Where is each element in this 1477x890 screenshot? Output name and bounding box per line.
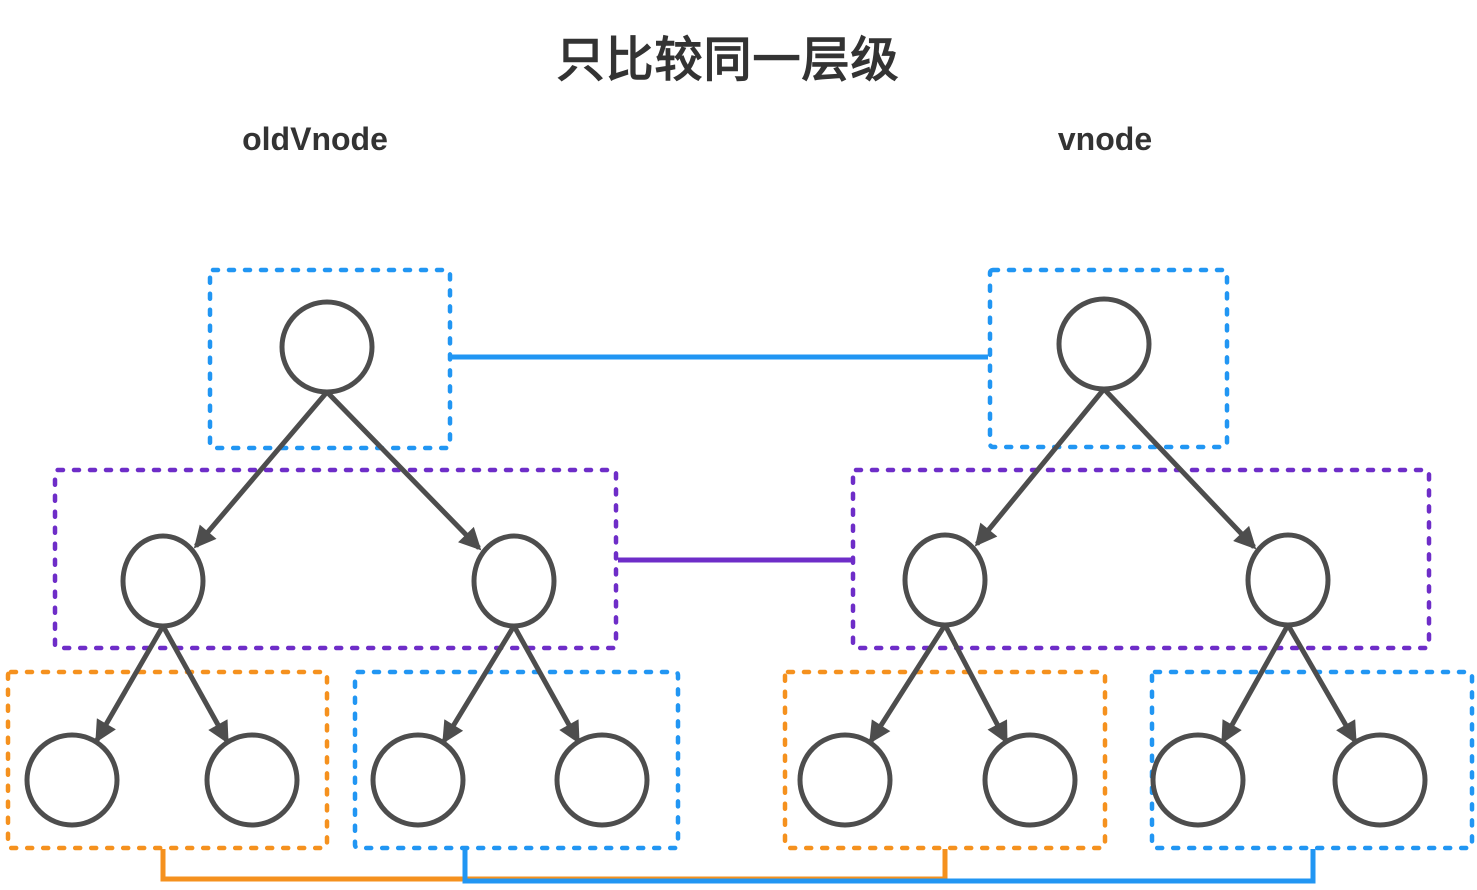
left-tree-child-node-1 <box>120 533 206 629</box>
left-tree-leaf-group-b-box <box>352 669 681 851</box>
left-tree-leaf-node-1 <box>24 732 120 828</box>
diagram-title: 只比较同一层级 <box>556 34 900 87</box>
right-tree-root-node <box>1056 296 1152 392</box>
right-tree-leaf-node-4 <box>1332 732 1428 828</box>
right-tree-label: vnode <box>1057 121 1153 157</box>
left-edge-child2-to-leaf4 <box>511 624 581 744</box>
right-edge-child2-to-leaf4 <box>1285 623 1358 744</box>
right-edge-child1-to-leaf1 <box>868 623 948 744</box>
left-edge-root-to-child2 <box>325 390 482 551</box>
right-edge-root-to-child2 <box>1102 387 1257 550</box>
right-edge-child1-to-leaf2 <box>942 623 1009 744</box>
right-tree-children-group-box <box>850 467 1432 651</box>
right-tree-child-node-2 <box>1245 532 1331 628</box>
left-tree-root-node <box>279 299 375 395</box>
orange-groups-compare-link <box>160 849 948 882</box>
left-edge-root-to-child1 <box>193 390 329 549</box>
right-tree-leaf-node-3 <box>1150 732 1246 828</box>
right-tree-leaf-group-b-box <box>1149 669 1475 851</box>
right-tree-root-group-box <box>987 267 1230 450</box>
right-tree-child-node-1 <box>902 532 988 628</box>
left-tree-label: oldVnode <box>242 121 388 157</box>
left-tree-leaf-node-3 <box>370 732 466 828</box>
right-edge-child2-to-leaf3 <box>1220 623 1291 744</box>
left-edge-child2-to-leaf3 <box>441 624 517 744</box>
left-edge-child1-to-leaf2 <box>160 624 230 744</box>
right-tree-leaf-node-1 <box>797 732 893 828</box>
left-tree-child-node-2 <box>471 533 557 629</box>
right-tree-leaf-node-2 <box>982 732 1078 828</box>
blue-groups-compare-link <box>462 849 1316 884</box>
left-tree-leaf-node-2 <box>204 732 300 828</box>
left-tree-leaf-node-4 <box>554 732 650 828</box>
left-tree-children-group-box <box>52 467 619 651</box>
right-edge-root-to-child1 <box>974 387 1106 547</box>
left-tree-leaf-group-a-box <box>5 669 330 851</box>
right-tree-leaf-group-a-box <box>782 669 1108 851</box>
left-tree-root-group-box <box>207 267 453 451</box>
left-edge-child1-to-leaf1 <box>94 624 166 743</box>
